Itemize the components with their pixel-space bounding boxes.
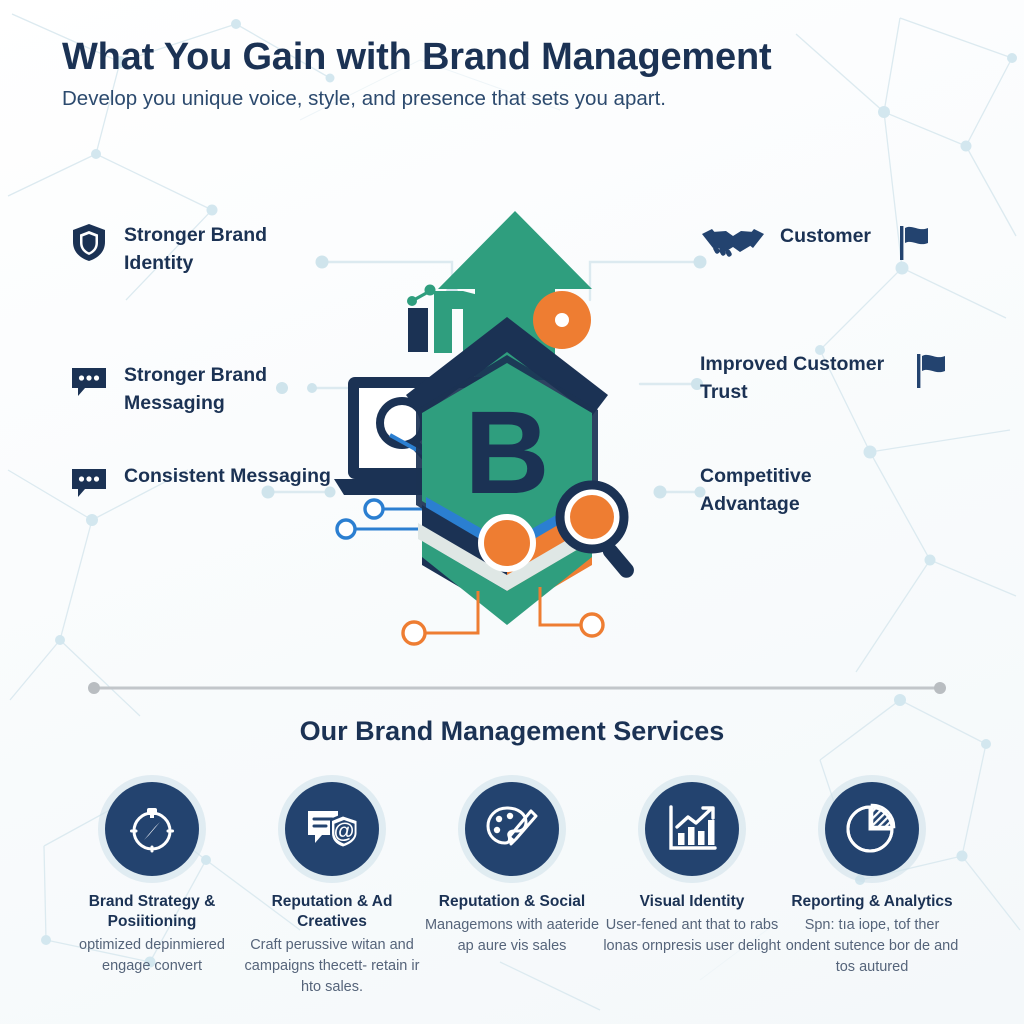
benefit-item-improved-customer-trust[interactable]: Improved Customer Trust: [700, 350, 952, 406]
pie-chart-icon: [825, 782, 919, 876]
chat-bubble-icon: [68, 361, 110, 403]
header: What You Gain with Brand Management Deve…: [62, 34, 962, 112]
service-description: Managemons with aateride ap aure vis sal…: [424, 917, 600, 954]
service-card-visual-identity[interactable]: Visual Identity User-fened ant that to r…: [602, 782, 782, 957]
shield-icon: [68, 221, 110, 263]
benefit-item-stronger-brand-messaging[interactable]: Stronger Brand Messaging: [68, 361, 334, 417]
flag-icon: [910, 350, 952, 392]
services-section-title: Our Brand Management Services: [299, 716, 725, 746]
benefit-label: Stronger Brand Identity: [124, 224, 268, 274]
benefit-label: Improved Customer Trust: [700, 353, 885, 403]
benefit-label: Competitive Advantage: [700, 465, 812, 515]
service-card-reputation-social[interactable]: Reputation & Social Managemons with aate…: [422, 782, 602, 957]
service-title: Reputation & Ad Creatives: [271, 893, 393, 930]
svg-text:@: @: [334, 820, 354, 843]
brand-monogram: B: [464, 387, 549, 519]
benefit-label: Customer: [780, 225, 872, 247]
service-description: User-fened ant that to rabs lonas ornpre…: [603, 917, 781, 954]
palette-brush-icon: [465, 782, 559, 876]
service-description: Spn: tıa iope, tof ther ondent sutence b…: [785, 917, 959, 975]
flag-icon: [893, 222, 935, 264]
benefit-item-competitive-advantage[interactable]: Competitive Advantage: [700, 462, 890, 518]
service-card-brand-strategy[interactable]: Brand Strategy & Posiitioning optimized …: [62, 782, 242, 977]
service-description: Craft perussive witan and campaigns thec…: [244, 937, 420, 995]
benefit-item-stronger-brand-identity[interactable]: Stronger Brand Identity: [68, 221, 334, 277]
service-title: Visual Identity: [639, 893, 745, 910]
service-title: Reputation & Social: [438, 893, 586, 910]
benefit-label: Consistent Messaging: [124, 465, 331, 487]
section-divider: [88, 682, 946, 694]
node-dot-icon: [533, 291, 591, 349]
compass-icon: [105, 782, 199, 876]
bar-chart-growth-icon: [645, 782, 739, 876]
magnifier-icon: [555, 480, 634, 578]
page-title: What You Gain with Brand Management: [62, 36, 772, 78]
chat-bubble-icon: [68, 462, 110, 504]
service-title: Brand Strategy & Posiitioning: [88, 893, 216, 930]
service-card-reputation-ad-creatives[interactable]: @ Reputation & Ad Creatives Craft peruss…: [242, 782, 422, 998]
benefit-item-customer[interactable]: Customer: [700, 222, 935, 264]
page-subtitle: Develop you unique voice, style, and pre…: [62, 87, 666, 110]
service-title: Reporting & Analytics: [791, 893, 953, 910]
services-row: Brand Strategy & Posiitioning optimized …: [62, 782, 962, 998]
service-card-reporting-analytics[interactable]: Reporting & Analytics Spn: tıa iope, tof…: [782, 782, 962, 978]
hero-illustration: B: [334, 211, 634, 646]
benefit-label: Stronger Brand Messaging: [124, 364, 268, 414]
service-description: optimized depinmiered engage convert: [79, 937, 225, 974]
node-dot-icon: [478, 514, 536, 572]
handshake-icon: [700, 222, 766, 264]
chat-shield-at-icon: @: [285, 782, 379, 876]
benefit-item-consistent-messaging[interactable]: Consistent Messaging: [68, 462, 331, 504]
